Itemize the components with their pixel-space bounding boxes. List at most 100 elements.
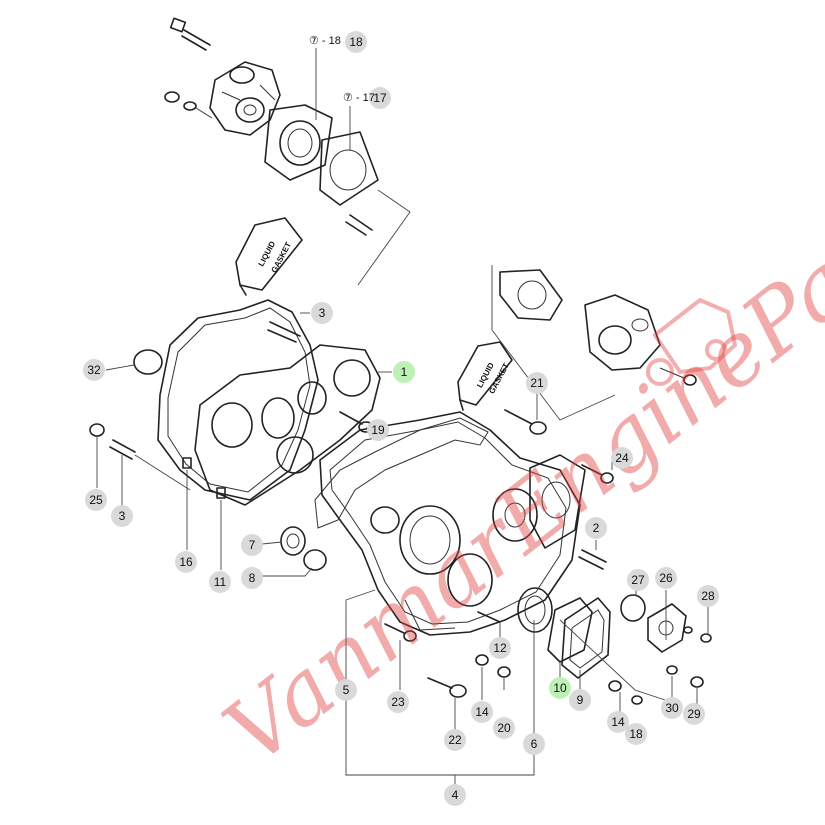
callout-bubble [83,359,105,381]
callout-3: 3 [111,505,133,527]
watermark-text: VanmarEngineParts [205,156,825,783]
oil-seal-7-icon [280,526,306,556]
gear-case-gasket-left-icon [157,299,319,501]
callout-label: 3 [119,509,126,523]
pump-cover-icon [264,104,333,181]
callout-bubble [241,567,263,589]
callout-label: 11 [214,575,227,589]
o-ring-8-icon [260,549,327,577]
callout-bubble [697,585,719,607]
callout-20: 20 [493,717,515,739]
callout-23: 23 [387,691,409,713]
callout-bubble [444,729,466,751]
callout-label: 23 [391,695,405,709]
case-side-housing-icon [529,454,586,549]
stud-2-icon [578,549,607,570]
callout-bubble [625,723,647,745]
callout-bubble [85,489,107,511]
callout-layer: 18 17 3 1 32 19 21 24 25 3 16 11 7 8 2 27 26 28 12 5 23 14 20 1… [83,31,719,806]
bolt-24-icon [581,464,614,484]
callout-label: 20 [497,721,511,735]
callout-32: 32 [83,359,105,381]
callout-label: 4 [452,788,459,802]
callout-bubble [523,733,545,755]
callout-label: 32 [87,363,101,377]
callout-bubble [549,677,571,699]
bolt-22-icon [427,677,467,730]
gasket-17-icon [319,131,379,206]
liquid-gasket-tube-left-icon: LIQUID GASKET [235,217,303,296]
callout-label: 8 [249,571,256,585]
bolt-25-icon [89,423,105,488]
stud-12-icon [477,611,501,623]
right-gasket-icon [491,265,616,421]
stud-3-left-icon [109,439,191,505]
callout-label: 28 [701,589,715,603]
callout-label: 21 [530,376,544,390]
callout-bubble [489,637,511,659]
callout-bubble [661,697,683,719]
bolt-top-icon [169,17,211,51]
callout-11: 11 [209,571,231,593]
callout-bubble [627,569,649,591]
gear-case-5-icon [319,411,581,636]
bolt-21-icon [504,409,547,435]
callout-17: 17 [369,87,391,109]
ring-callout-18-label: ⑦ - 18 [309,35,341,47]
callout-bubble [611,447,633,469]
gear-case-gasket-icon [314,417,489,529]
callout-label: 14 [611,715,625,729]
stud-3-icon [267,321,301,343]
callout-25: 25 [85,489,107,511]
callout-label: 27 [631,573,645,587]
callout-label: 7 [249,538,256,552]
callout-bubble [569,689,591,711]
callout-bubble [393,361,415,383]
callout-7: 7 [241,534,263,556]
callout-label: 14 [475,705,489,719]
oil-seal-6-icon [517,587,553,633]
washer-30-icon [666,665,704,688]
callout-label: 2 [593,521,600,535]
callout-label: 6 [531,737,538,751]
callout-label: 18 [629,727,643,741]
bolt-20-icon [497,666,511,690]
callout-12: 12 [489,637,511,659]
nut-14-right-icon [608,680,643,705]
callout-bubble [387,691,409,713]
callout-label: 16 [179,555,193,569]
callout-10: 10 [549,677,571,699]
callout-27: 27 [627,569,649,591]
ring-callout-17: ⑦ - 17 [343,92,375,104]
callout-label: 26 [659,571,673,585]
callout-label: 30 [665,701,679,715]
callout-bubble [683,703,705,725]
ring-callout-18: ⑦ - 18 [309,35,341,47]
callout-label: 5 [343,683,350,697]
callout-bubble [311,302,333,324]
top-pump-assembly [164,17,411,286]
callout-label: 24 [615,451,629,465]
callout-bubble [175,551,197,573]
callout-2: 2 [585,517,607,539]
callout-label: 19 [371,423,385,437]
gasket-27-icon [620,594,646,622]
watermark-tractor-icon [646,297,738,386]
callout-label: 12 [493,641,507,655]
callout-bubble [471,701,493,723]
callout-21: 21 [526,372,548,394]
callout-bubble [493,717,515,739]
callout-1: 1 [393,361,415,383]
callout-label: 1 [401,365,408,379]
callout-24: 24 [611,447,633,469]
callout-bubble [209,571,231,593]
callout-18: 18 [625,723,647,745]
callout-bubble [367,419,389,441]
nut-icon [164,91,213,119]
callout-label: 3 [319,306,326,320]
callout-14: 14 [471,701,493,723]
gasket-10-icon [547,597,593,663]
right-pump-icon [584,294,697,386]
bolt-28-icon [683,626,712,643]
